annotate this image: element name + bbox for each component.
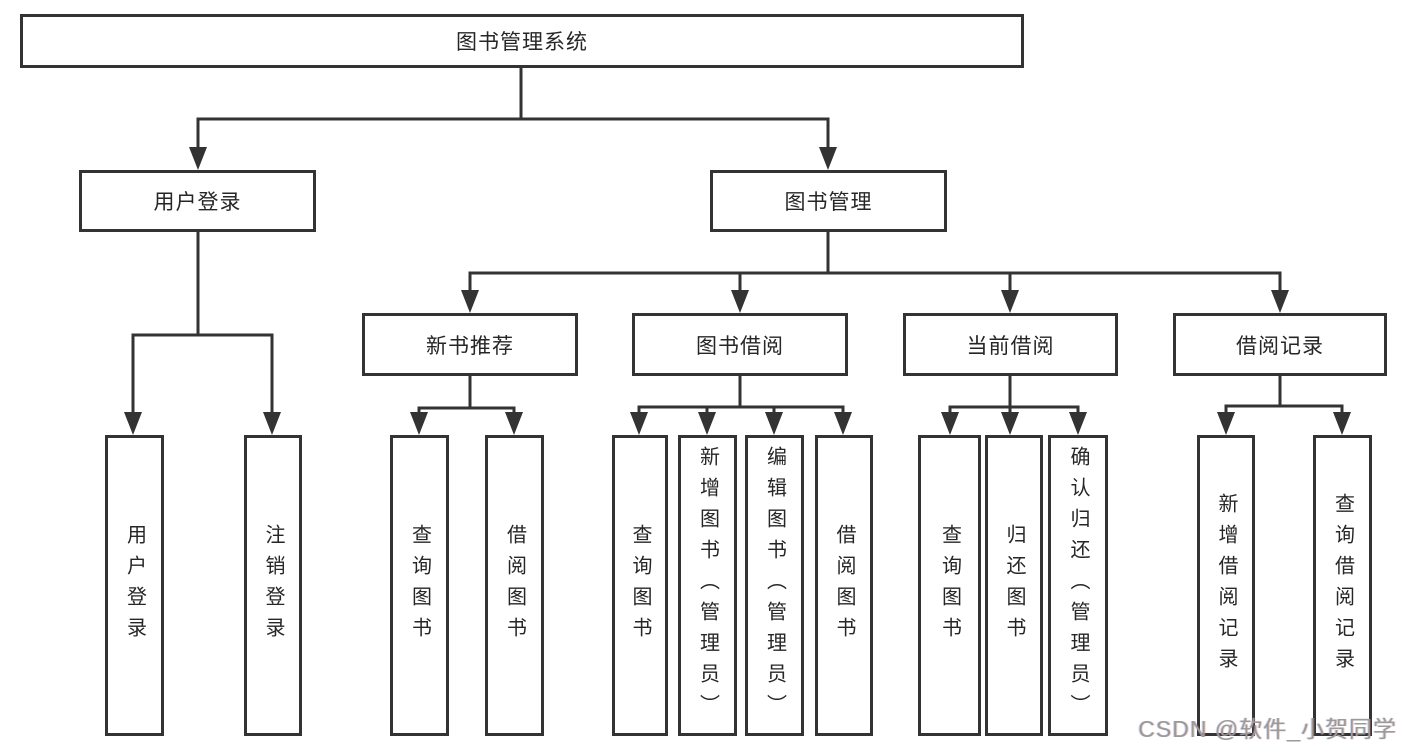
leaf-return-books: 归还图书 — [985, 435, 1043, 736]
leaf-query-books-recommend-label: 查询图书 — [408, 523, 431, 648]
leaf-borrow-books-recommend: 借阅图书 — [485, 435, 544, 736]
leaf-add-book-admin-label: 新增图书（管理员） — [696, 446, 719, 725]
node-root: 图书管理系统 — [20, 14, 1024, 68]
node-borrow-records: 借阅记录 — [1173, 313, 1387, 376]
leaf-query-books-recommend: 查询图书 — [390, 435, 449, 736]
leaf-user-login: 用户登录 — [105, 435, 164, 736]
node-book-management: 图书管理 — [710, 170, 947, 232]
leaf-edit-book-admin: 编辑图书（管理员） — [745, 435, 804, 736]
leaf-query-borrow-record: 查询借阅记录 — [1313, 435, 1372, 736]
node-new-book-recommend-label: 新书推荐 — [426, 334, 514, 358]
leaf-borrow-books-recommend-label: 借阅图书 — [503, 523, 526, 648]
node-user-login-label: 用户登录 — [153, 191, 242, 214]
leaf-return-books-label: 归还图书 — [1003, 523, 1025, 648]
leaf-query-books-current: 查询图书 — [918, 435, 981, 736]
leaf-borrow-books: 借阅图书 — [815, 435, 873, 736]
leaf-query-borrow-record-label: 查询借阅记录 — [1331, 492, 1354, 679]
node-user-login: 用户登录 — [79, 170, 316, 232]
leaf-query-books-borrow-label: 查询图书 — [629, 523, 651, 648]
leaf-borrow-books-label: 借阅图书 — [833, 523, 855, 648]
leaf-edit-book-admin-label: 编辑图书（管理员） — [763, 446, 786, 725]
leaf-add-borrow-record-label: 新增借阅记录 — [1215, 492, 1237, 679]
node-current-borrow-label: 当前借阅 — [966, 334, 1055, 358]
leaf-logout: 注销登录 — [244, 435, 302, 736]
node-borrow-records-label: 借阅记录 — [1236, 334, 1324, 358]
leaf-user-login-label: 用户登录 — [123, 523, 146, 648]
leaf-confirm-return-admin: 确认归还（管理员） — [1048, 435, 1108, 736]
csdn-watermark: CSDN @软件_小贺同学 — [1138, 716, 1397, 742]
node-book-borrow-label: 图书借阅 — [696, 334, 784, 358]
leaf-query-books-current-label: 查询图书 — [938, 523, 961, 648]
node-book-borrow: 图书借阅 — [632, 313, 848, 376]
leaf-add-book-admin: 新增图书（管理员） — [678, 435, 737, 736]
leaf-query-books-borrow: 查询图书 — [612, 435, 668, 736]
node-new-book-recommend: 新书推荐 — [362, 313, 578, 376]
leaf-add-borrow-record: 新增借阅记录 — [1197, 435, 1255, 736]
node-current-borrow: 当前借阅 — [903, 313, 1118, 376]
node-book-management-label: 图书管理 — [784, 191, 873, 214]
leaf-logout-label: 注销登录 — [262, 523, 284, 648]
leaf-confirm-return-admin-label: 确认归还（管理员） — [1067, 446, 1089, 725]
node-root-label: 图书管理系统 — [456, 31, 588, 54]
